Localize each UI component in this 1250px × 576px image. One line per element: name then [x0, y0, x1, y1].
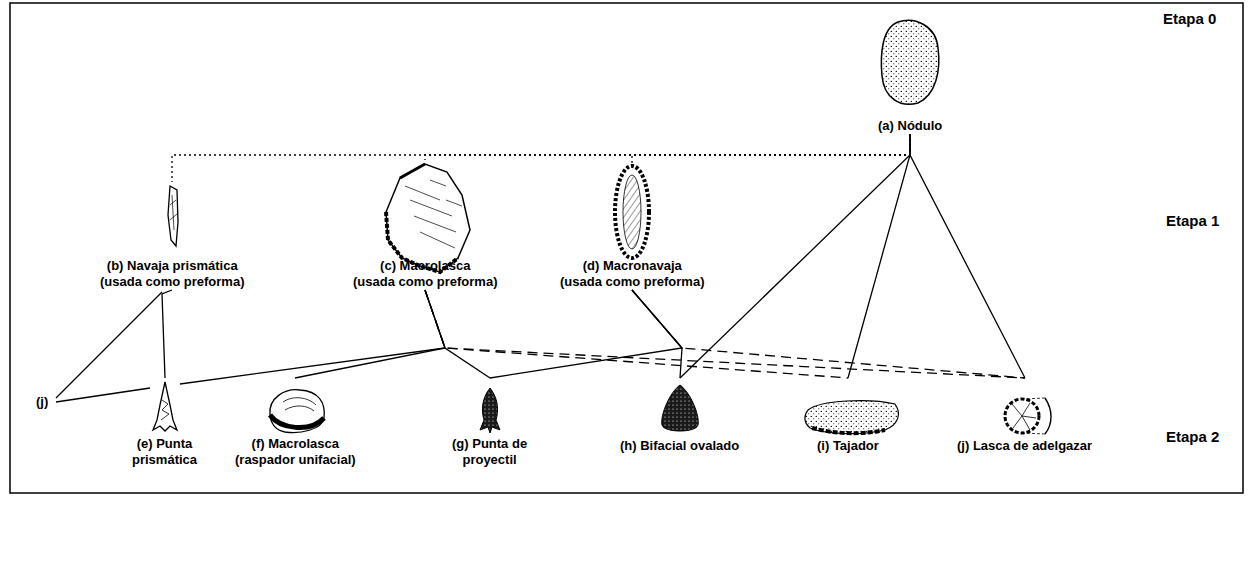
artifact-node: (g) Punta de proyectil — [448, 378, 531, 468]
prismatic-point-drawing — [153, 382, 177, 431]
artifact-caption: (j) Lasca de adelgazar — [957, 438, 1092, 454]
connector — [490, 290, 682, 378]
connector — [680, 134, 910, 378]
artifact-node: (a) Nódulo — [874, 14, 946, 134]
caption-line: (c) Macrolasca — [353, 258, 497, 274]
artifact-caption: (g) Punta de proyectil — [452, 436, 527, 468]
leader-line — [56, 348, 445, 402]
caption-line: proyectil — [452, 452, 527, 468]
artifact-node: (h) Bifacial ovalado — [616, 378, 743, 454]
thinning-flake-drawing — [1005, 398, 1051, 434]
artifact-caption: (b) Navaja prismática (usada como prefor… — [100, 258, 244, 290]
artifact-caption: (f) Macrolasca (raspador unifacial) — [235, 436, 356, 468]
chopper-drawing — [805, 401, 899, 434]
nodule-drawing — [881, 20, 938, 104]
stage-label: Etapa 2 — [1166, 428, 1219, 445]
caption-line: (f) Macrolasca — [235, 436, 356, 452]
stage-label: Etapa 0 — [1163, 10, 1216, 27]
artifact-node: (i) Tajador — [813, 378, 883, 454]
artifact-caption: (e) Punta prismática — [132, 436, 197, 468]
biface-drawing — [662, 385, 699, 431]
connector — [632, 290, 682, 378]
artifact-caption: (h) Bifacial ovalado — [620, 438, 739, 454]
artifact-node: (f) Macrolasca (raspador unifacial) — [231, 378, 360, 468]
caption-line: (a) Nódulo — [878, 118, 942, 134]
artifact-node: (e) Punta prismática — [128, 378, 201, 468]
caption-line: (i) Tajador — [817, 438, 879, 454]
macroblade-drawing — [615, 166, 649, 258]
artifact-caption: (i) Tajador — [817, 438, 879, 454]
artifact-node: (b) Navaja prismática (usada como prefor… — [96, 182, 248, 290]
artifact-caption: (a) Nódulo — [878, 118, 942, 134]
caption-line: (e) Punta — [132, 436, 197, 452]
connector — [632, 134, 910, 165]
caption-line: (raspador unifacial) — [235, 452, 356, 468]
artifact-node: (d) Macronavaja (usada como preforma) — [556, 165, 708, 290]
connector — [848, 134, 910, 378]
caption-line: prismática — [132, 452, 197, 468]
caption-line: (usada como preforma) — [353, 274, 497, 290]
caption-line: (d) Macronavaja — [560, 258, 704, 274]
connector — [910, 134, 1025, 378]
connector — [425, 134, 910, 160]
frame — [10, 3, 1243, 493]
connector — [162, 290, 172, 378]
caption-line: (usada como preforma) — [100, 274, 244, 290]
stage-label: Etapa 1 — [1166, 212, 1219, 229]
blade-drawing — [168, 186, 178, 246]
connector — [632, 290, 1025, 378]
connector — [172, 134, 910, 182]
connector — [295, 290, 445, 378]
caption-line: (usada como preforma) — [560, 274, 704, 290]
macroflake-drawing — [386, 164, 470, 272]
artifact-node: (c) Macrolasca (usada como preforma) — [349, 160, 501, 290]
connector — [425, 290, 1025, 378]
caption-line: (g) Punta de — [452, 436, 527, 452]
leader-line — [56, 292, 162, 398]
scraper-drawing — [270, 390, 324, 433]
connector — [425, 290, 490, 378]
artifact-caption: (d) Macronavaja (usada como preforma) — [560, 258, 704, 290]
caption-line: (b) Navaja prismática — [100, 258, 244, 274]
caption-line: (h) Bifacial ovalado — [620, 438, 739, 454]
artifact-node: (j) Lasca de adelgazar — [953, 378, 1096, 454]
projectile-point-drawing — [480, 388, 500, 433]
connector — [425, 290, 848, 378]
caption-line: (j) Lasca de adelgazar — [957, 438, 1092, 454]
artifact-caption: (c) Macrolasca (usada como preforma) — [353, 258, 497, 290]
callout-letter: (j) — [36, 394, 48, 409]
